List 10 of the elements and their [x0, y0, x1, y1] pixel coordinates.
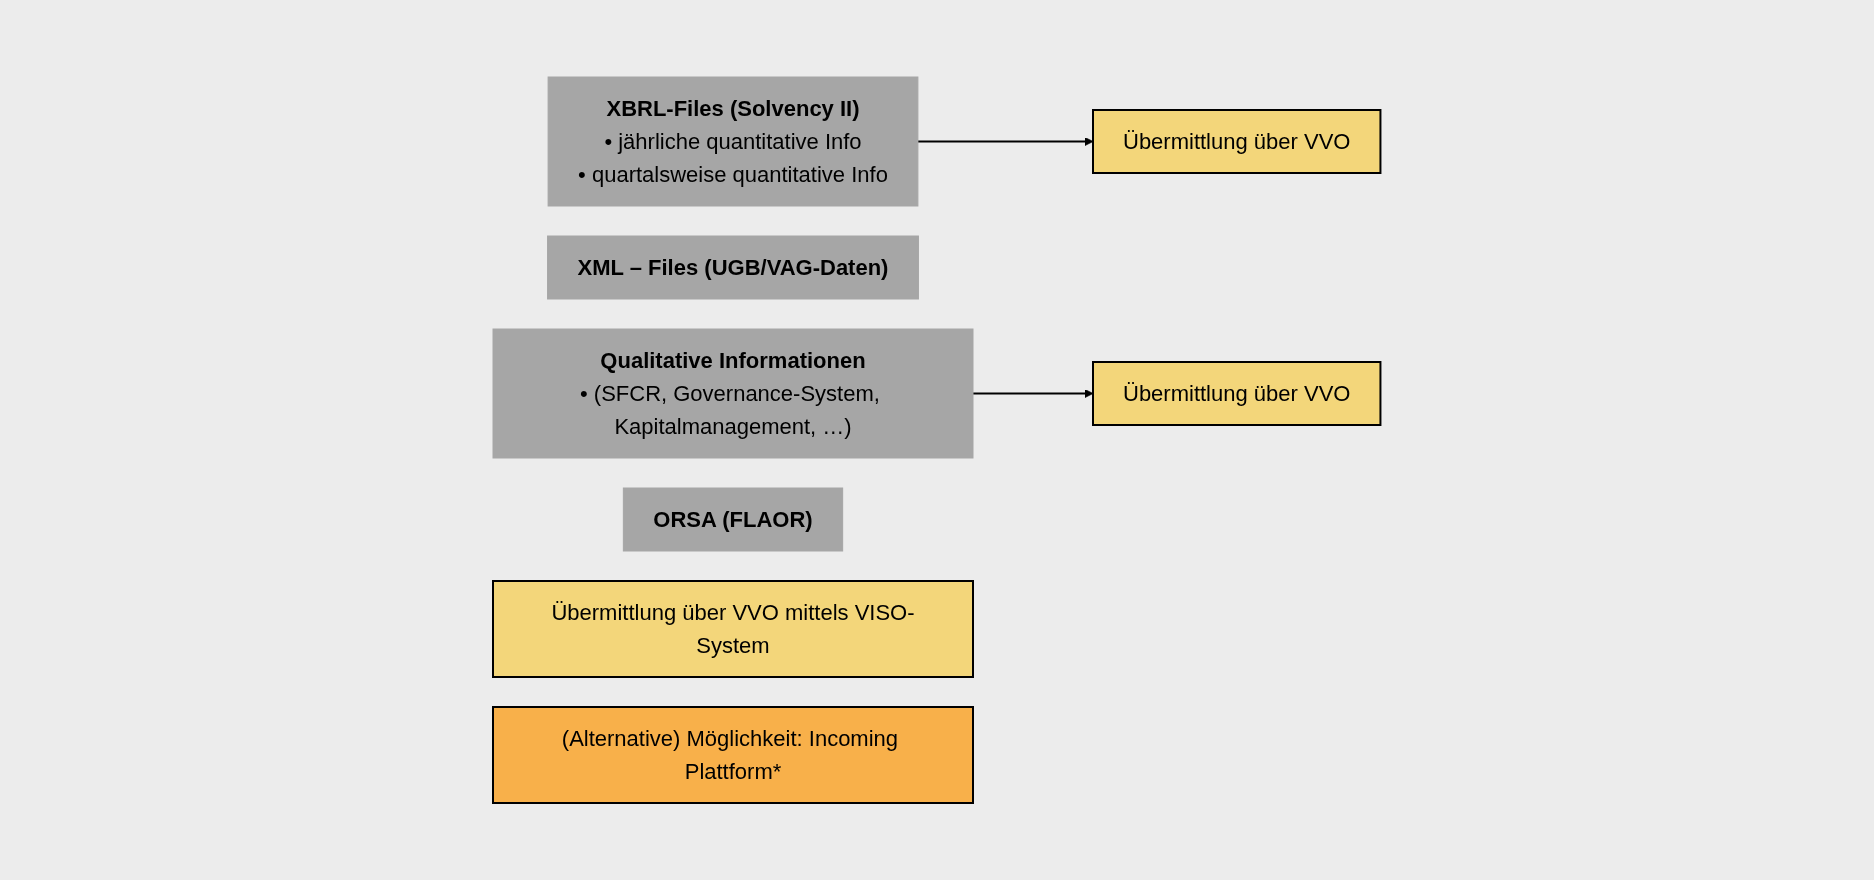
- node-box: Übermittlung über VVO: [1092, 109, 1382, 174]
- node-box: XML – Files (UGB/VAG-Daten): [547, 235, 920, 300]
- arrow: [972, 389, 1094, 398]
- node-box: XBRL-Files (Solvency II) • jährliche quantitative Info • quartalsweise quantitative Info: [547, 76, 919, 207]
- arrow: [917, 137, 1094, 146]
- node-box: ORSA (FLAOR): [623, 487, 844, 552]
- node-box: (Alternative) Möglichkeit: Incoming Plattform*: [492, 706, 975, 804]
- node-box: Qualitative Informationen • (SFCR, Governance-System, Kapitalmanagement, …): [492, 328, 974, 459]
- node-box: Übermittlung über VVO: [1092, 361, 1382, 426]
- node-box: Übermittlung über VVO mittels VISO-System: [492, 580, 975, 678]
